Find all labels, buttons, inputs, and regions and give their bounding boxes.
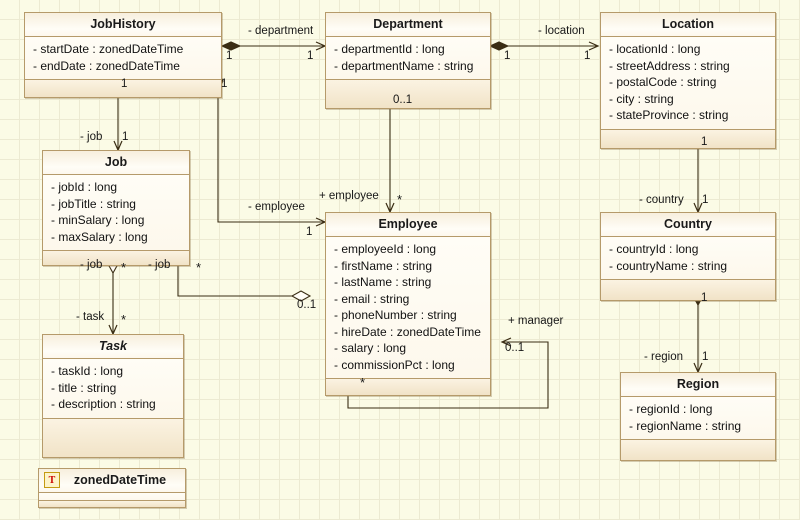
class-operations xyxy=(601,129,775,148)
edge-mult-country-region-source: 1 xyxy=(701,292,708,304)
edge-mult-department-location-source: 1 xyxy=(504,50,511,62)
class-location[interactable]: Location - locationId : long - streetAdd… xyxy=(600,12,776,149)
edge-label-employee-left: - employee xyxy=(248,201,305,213)
class-attributes: - countryId : long - countryName : strin… xyxy=(601,237,775,280)
class-region[interactable]: Region - regionId : long - regionName : … xyxy=(620,372,776,461)
class-zoneddatetime[interactable]: T zonedDateTime xyxy=(38,468,186,508)
edge-mult-manager-source: * xyxy=(360,375,366,390)
edge-mult-employee-job-source: 0..1 xyxy=(297,299,317,311)
class-title: Job xyxy=(43,151,189,175)
attribute: - taskId : long xyxy=(51,364,124,378)
attribute: - email : string xyxy=(334,291,410,306)
attribute: - streetAddress : string xyxy=(609,58,730,73)
attribute: - jobTitle : string xyxy=(51,196,136,211)
attribute: - title : string xyxy=(51,380,117,395)
edge-label-department: - department xyxy=(248,25,314,37)
edge-mult-job-task-target: * xyxy=(121,312,127,327)
class-operations xyxy=(326,379,490,395)
edge-label-job-right: - job xyxy=(148,259,171,271)
attribute: - endDate : zonedDateTime xyxy=(33,58,180,73)
attribute: - minSalary : long xyxy=(51,213,145,227)
class-operations xyxy=(25,80,221,97)
datatype-t-icon: T xyxy=(44,472,60,488)
class-title: Location xyxy=(601,13,775,37)
attribute: - maxSalary : long xyxy=(51,229,148,244)
attribute: - countryName : string xyxy=(609,258,728,273)
edge-mult-department-employee-target: * xyxy=(397,192,403,207)
edge-mult-jobhistory-employee-target: 1 xyxy=(306,226,313,238)
class-title: Employee xyxy=(326,213,490,237)
class-attributes: - startDate : zonedDateTime - endDate : … xyxy=(25,37,221,80)
edge-mult-department-employee-source: 0..1 xyxy=(393,94,413,106)
edge-mult-jobhistory-department-source: 1 xyxy=(226,50,233,62)
edge-label-job-top: - job xyxy=(80,131,103,143)
attribute: - hireDate : zonedDateTime xyxy=(334,324,481,339)
edge-label-country: - country xyxy=(639,194,684,206)
edge-label-task: - task xyxy=(76,311,105,323)
attribute: - startDate : zonedDateTime xyxy=(33,42,184,56)
attribute: - commissionPct : long xyxy=(334,357,455,372)
attribute: - regionId : long xyxy=(629,402,713,416)
edge-mult-location-country-target: 1 xyxy=(702,194,709,206)
attribute: - regionName : string xyxy=(629,418,742,433)
attribute: - city : string xyxy=(609,91,674,106)
class-title: T zonedDateTime xyxy=(39,469,185,493)
attribute: - salary : long xyxy=(334,341,407,355)
class-attributes: - regionId : long - regionName : string xyxy=(621,397,775,440)
edge-mult-location-country-source: 1 xyxy=(701,136,708,148)
class-attributes xyxy=(39,493,185,501)
attribute: - jobId : long xyxy=(51,180,118,194)
edge-label-manager: + manager xyxy=(508,315,564,327)
class-operations xyxy=(601,280,775,300)
class-attributes: - departmentId : long - departmentName :… xyxy=(326,37,490,80)
class-employee[interactable]: Employee - employeeId : long - firstName… xyxy=(325,212,491,396)
class-operations xyxy=(621,440,775,460)
attribute: - lastName : string xyxy=(334,275,432,289)
edge-mult-jobhistory-job-source: 1 xyxy=(121,78,128,90)
class-title: Task xyxy=(43,335,183,359)
attribute: - description : string xyxy=(51,397,156,411)
class-country[interactable]: Country - countryId : long - countryName… xyxy=(600,212,776,301)
edge-mult-job-task-source: * xyxy=(121,260,127,275)
edge-label-region: - region xyxy=(644,351,683,363)
edge-mult-jobhistory-job-target: 1 xyxy=(122,131,129,143)
class-title: Region xyxy=(621,373,775,397)
attribute: - firstName : string xyxy=(334,258,433,273)
attribute: - locationId : long xyxy=(609,42,701,56)
edge-mult-jobhistory-department-target: 1 xyxy=(307,50,314,62)
attribute: - departmentName : string xyxy=(334,58,474,73)
edge-mult-employee-job-target: * xyxy=(196,260,202,275)
attribute: - countryId : long xyxy=(609,242,699,256)
class-title: Country xyxy=(601,213,775,237)
class-operations xyxy=(39,501,185,507)
class-task[interactable]: Task - taskId : long - title : string - … xyxy=(42,334,184,458)
class-attributes: - locationId : long - streetAddress : st… xyxy=(601,37,775,130)
class-operations xyxy=(43,418,183,457)
edge-mult-country-region-target: 1 xyxy=(702,351,709,363)
edge-label-location: - location xyxy=(538,25,585,37)
class-title: Department xyxy=(326,13,490,37)
attribute: - postalCode : string xyxy=(609,75,717,89)
class-jobhistory[interactable]: JobHistory - startDate : zonedDateTime -… xyxy=(24,12,222,98)
edge-mult-department-location-target: 1 xyxy=(584,50,591,62)
attribute: - departmentId : long xyxy=(334,42,445,56)
class-title: JobHistory xyxy=(25,13,221,37)
class-attributes: - taskId : long - title : string - descr… xyxy=(43,359,183,419)
class-job[interactable]: Job - jobId : long - jobTitle : string -… xyxy=(42,150,190,266)
edge-label-employee-top: + employee xyxy=(319,190,379,202)
edge-mult-jobhistory-employee-source: 1 xyxy=(221,78,228,90)
class-operations xyxy=(43,251,189,265)
edge-label-job-left: - job xyxy=(80,259,103,271)
attribute: - phoneNumber : string xyxy=(334,308,457,322)
attribute: - stateProvince : string xyxy=(609,108,729,122)
class-operations xyxy=(326,80,490,108)
attribute: - employeeId : long xyxy=(334,242,437,256)
class-attributes: - jobId : long - jobTitle : string - min… xyxy=(43,175,189,251)
class-attributes: - employeeId : long - firstName : string… xyxy=(326,237,490,379)
edge-mult-manager-target: 0..1 xyxy=(505,342,525,354)
class-department[interactable]: Department - departmentId : long - depar… xyxy=(325,12,491,109)
class-title-text: zonedDateTime xyxy=(73,473,167,487)
